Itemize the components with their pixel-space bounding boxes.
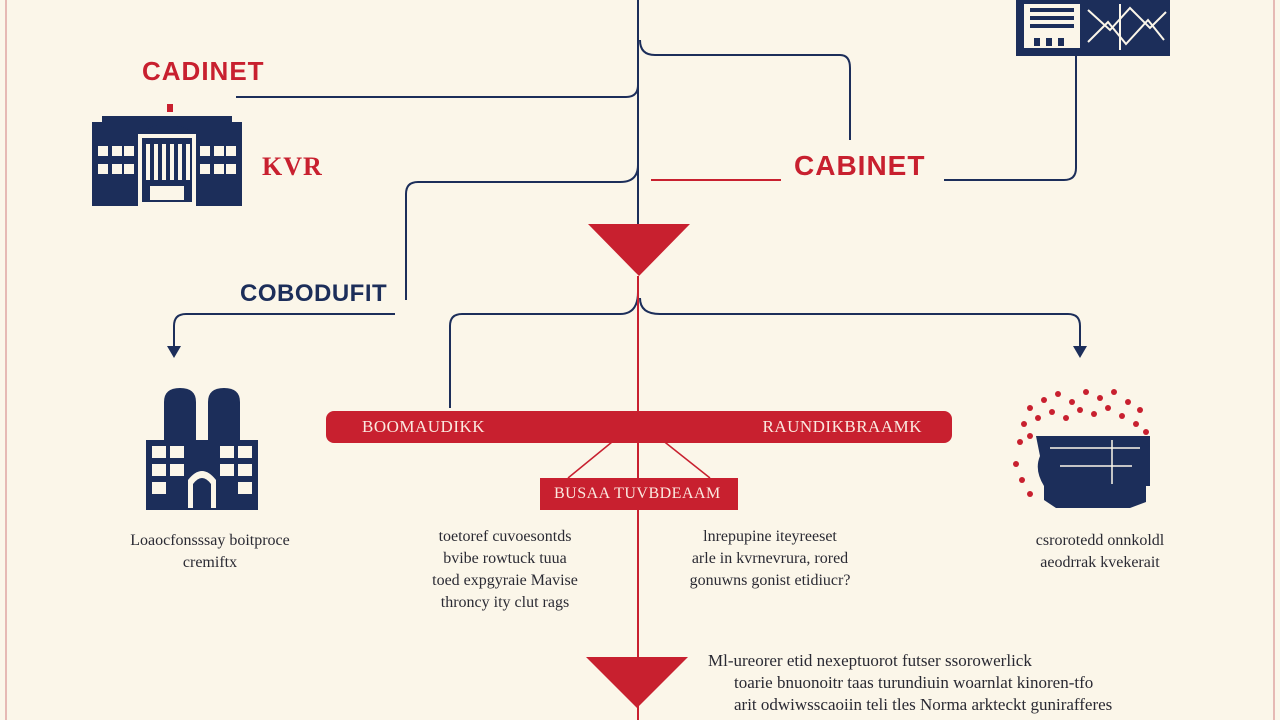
sub-bar-text: BUSAA TUVBDEAAM	[554, 485, 721, 502]
arrowhead-left	[167, 346, 181, 358]
caption-bottom-line: toarie bnuonoitr taas turundiuin woarnla…	[734, 673, 1094, 692]
caption-left-line: Loaocfonsssay boitproce	[130, 532, 290, 549]
crowd-map-icon	[1013, 389, 1150, 508]
main-bar-right-text: RAUNDIKBRAAMK	[762, 417, 922, 436]
caption-right-line: csrorotedd onnkoldl	[1035, 532, 1165, 549]
caption-left: Loaocfonsssay boitproce cremiftx	[90, 530, 330, 574]
connector-lines	[173, 0, 1081, 408]
triangle-bottom	[586, 657, 688, 708]
caption-center-left-line: toetoref cuvoesontds	[438, 528, 572, 545]
triangle-top	[588, 224, 690, 276]
caption-center-left-line: bvibe rowtuck tuua	[443, 550, 567, 567]
caption-center-left-line: throncy ity clut rags	[440, 594, 570, 611]
caption-center-left-line: toed expgyraie Mavise	[432, 572, 578, 589]
caption-left-line: cremiftx	[182, 554, 238, 571]
caption-bottom-line: arit odwiwsscaoiin teli tles Norma arkte…	[734, 695, 1113, 714]
caption-center-right-line: arle in kvrnevrura, rored	[691, 550, 849, 567]
cabinet-left-label: CADINET	[142, 56, 265, 86]
main-bar-left-text: BOOMAUDIKK	[362, 417, 486, 436]
building-grid-icon	[1016, 0, 1170, 56]
arrowhead-right	[1073, 346, 1087, 358]
sub-red-bar: BUSAA TUVBDEAAM	[540, 478, 738, 510]
caption-right: csrorotedd onnkoldl aeodrrak kvekerait	[1000, 530, 1200, 574]
caption-bottom-line: Ml-ureorer etid nexeptuorot futser ssoro…	[708, 651, 1032, 670]
caption-center-left: toetoref cuvoesontds bvibe rowtuck tuua …	[400, 526, 610, 614]
caption-bottom: Ml-ureorer etid nexeptuorot futser ssoro…	[708, 650, 1228, 716]
caption-center-right-line: lnrepupine iteyreeset	[703, 528, 837, 545]
kvr-label: KVR	[262, 152, 323, 181]
government-building-icon	[92, 104, 242, 206]
main-red-bar: BOOMAUDIKK RAUNDIKBRAAMK	[326, 411, 952, 443]
cobodufit-label: COBODUFIT	[240, 280, 388, 307]
caption-center-right-line: gonuwns gonist etidiucr?	[689, 572, 851, 589]
twin-tower-building-icon	[146, 388, 258, 510]
caption-right-line: aeodrrak kvekerait	[1040, 554, 1160, 571]
caption-center-right: lnrepupine iteyreeset arle in kvrnevrura…	[660, 526, 880, 592]
cabinet-right-label: CABINET	[794, 150, 926, 181]
